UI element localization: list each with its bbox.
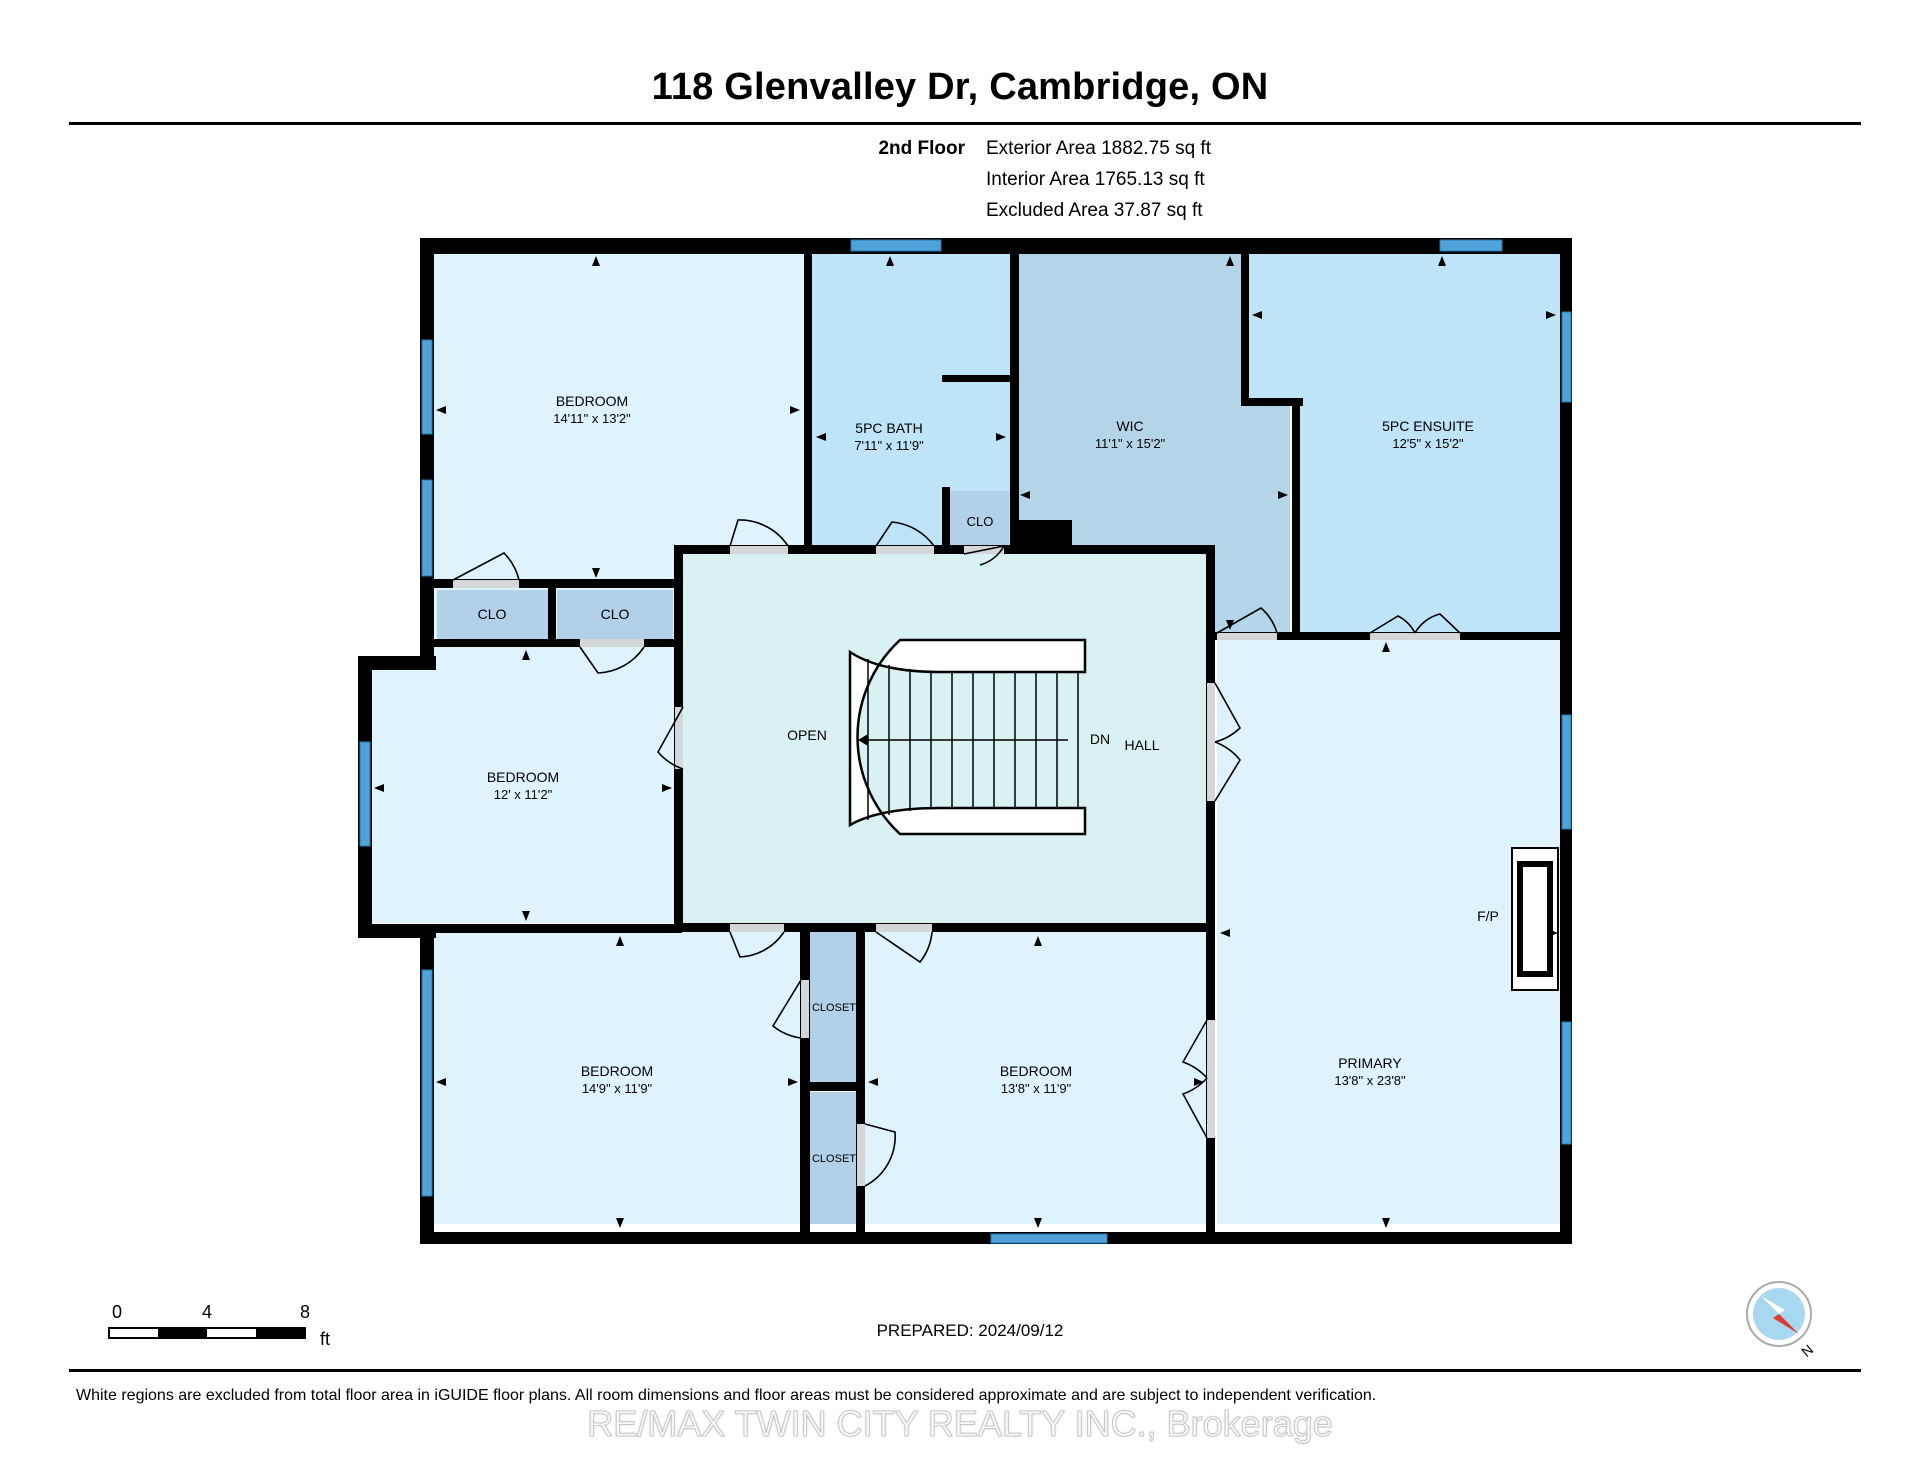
bedroom-sw-dims: 14'9" x 11'9" xyxy=(582,1081,653,1096)
bedroom-s-dims: 13'8" x 11'9" xyxy=(1001,1081,1072,1096)
bath-dims: 7'11" x 11'9" xyxy=(854,438,924,453)
ensuite-fill xyxy=(1248,253,1560,634)
compass-north: N xyxy=(1798,1341,1816,1360)
header-rule xyxy=(69,122,1861,125)
page-title: 118 Glenvalley Dr, Cambridge, ON xyxy=(651,66,1269,108)
bedroom-s-fill xyxy=(864,932,1207,1224)
primary-name: PRIMARY xyxy=(1338,1055,1402,1071)
hall-label: HALL xyxy=(1124,737,1159,753)
primary-fill xyxy=(1217,640,1560,1224)
bedroom-s-name: BEDROOM xyxy=(1000,1063,1072,1079)
bedroom-nw-dims: 14'11" x 13'2" xyxy=(553,411,631,426)
prepared-date: PREPARED: 2024/09/12 xyxy=(876,1321,1064,1340)
bedroom-w-fill xyxy=(370,645,675,923)
bedroom-nw-name: BEDROOM xyxy=(556,393,628,409)
bedroom-sw-name: BEDROOM xyxy=(581,1063,653,1079)
floor-label: 2nd Floor xyxy=(878,138,965,159)
scale-tick-0: 0 xyxy=(112,1302,122,1322)
bedroom-w-name: BEDROOM xyxy=(487,769,559,785)
disclaimer: White regions are excluded from total fl… xyxy=(76,1387,1377,1404)
exterior-area: Exterior Area 1882.75 sq ft xyxy=(986,138,1211,159)
ensuite-name: 5PC ENSUITE xyxy=(1382,418,1474,434)
fireplace-inner xyxy=(1517,861,1553,977)
wic-fill xyxy=(1018,253,1290,634)
dn-label: DN xyxy=(1090,731,1110,747)
bedroom-sw-fill xyxy=(432,932,800,1224)
clo-1 xyxy=(437,590,548,639)
bedroom-nw-fill xyxy=(432,253,804,580)
wic-dims: 11'1" x 15'2" xyxy=(1095,436,1166,451)
clo-2 xyxy=(557,590,673,639)
footer-rule xyxy=(69,1369,1861,1372)
closet-label-2: CLOSET xyxy=(812,1153,856,1165)
primary-dims: 13'8" x 23'8" xyxy=(1334,1073,1406,1088)
brokerage-watermark: RE/MAX TWIN CITY REALTY INC., Brokerage xyxy=(587,1403,1334,1445)
door-swings xyxy=(452,519,1461,1187)
bedroom-w-dims: 12' x 11'2" xyxy=(494,787,553,802)
interior-area: Interior Area 1765.13 sq ft xyxy=(986,169,1205,190)
excluded-area: Excluded Area 37.87 sq ft xyxy=(986,200,1203,221)
scale-bar: 0 4 8 ft xyxy=(108,1302,330,1349)
scale-tick-8: 8 xyxy=(300,1302,310,1322)
clo-label-2: CLO xyxy=(601,606,630,622)
open-label: OPEN xyxy=(787,727,827,743)
stair-opening xyxy=(848,638,1087,836)
compass-icon: N xyxy=(1746,1281,1816,1360)
closet-label-1: CLOSET xyxy=(812,1002,856,1014)
hall-fill xyxy=(682,553,1208,923)
scale-unit: ft xyxy=(320,1329,330,1349)
closet-1 xyxy=(810,932,858,1082)
ensuite-dims: 12'5" x 15'2" xyxy=(1392,436,1464,451)
fireplace-label: F/P xyxy=(1477,908,1499,924)
bath-name: 5PC BATH xyxy=(855,420,922,436)
clo-label-1: CLO xyxy=(478,606,507,622)
clo-label-3: CLO xyxy=(967,514,994,529)
windows xyxy=(359,239,1572,1244)
wic-name: WIC xyxy=(1116,418,1143,434)
stair-arrow-head xyxy=(858,734,868,746)
closet-2 xyxy=(810,1092,858,1224)
dimension-arrows xyxy=(374,256,1558,1228)
scale-tick-4: 4 xyxy=(202,1302,212,1322)
clo-3 xyxy=(948,491,1009,545)
